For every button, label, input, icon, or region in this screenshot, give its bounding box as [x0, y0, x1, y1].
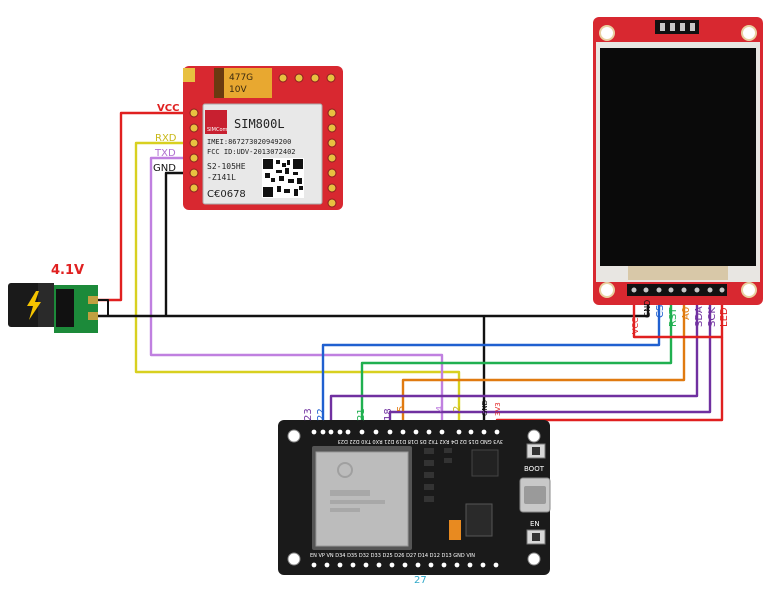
sim800l-module: 477G 10V SIMCom SIM800L IMEI:86727302094… [153, 66, 343, 210]
gpio-5-label: 5 [396, 406, 407, 412]
lightning-icon [27, 291, 41, 320]
tft-pin-vcc: VCC [631, 317, 640, 334]
gpio-4-label: 4 [435, 406, 446, 412]
wire-vcc-sim [98, 111, 201, 302]
wire-3v3 [495, 337, 724, 432]
gpio-2-label: 2 [452, 406, 463, 412]
wire-a0 [401, 290, 686, 432]
voltage-regulator [465, 503, 493, 537]
esp32-bottom-pins [311, 562, 499, 568]
sim-brand: SIMCom [207, 127, 228, 133]
usb-uart-chip [471, 449, 499, 477]
sim-pin-txd-label: TXD [154, 148, 176, 159]
tft-pin-sda: SDA [694, 306, 705, 327]
gpio-23-label: 23 [303, 408, 314, 421]
wifi-logo-icon [337, 462, 353, 478]
tantalum-capacitor [449, 520, 461, 540]
boot-button-label: BOOT [524, 465, 545, 473]
tft-pin-sck: SCK [707, 307, 718, 327]
sim-part-2: -Z141L [207, 173, 236, 182]
tft-pin-rst: RST [668, 307, 679, 327]
gpio-3v3-label: 3V3 [494, 402, 502, 416]
esp32-board: 3V3 GND D15 D2 D4 RX2 TX2 D5 D18 D19 D21… [278, 420, 551, 575]
sim-pin-gnd-label: GND [153, 163, 176, 174]
battery: 4.1V [8, 263, 98, 333]
tft-pin-led: LED [719, 307, 730, 327]
esp32-top-pin-row-label: 3V3 GND D15 D2 D4 RX2 TX2 D5 D18 D19 D21… [338, 438, 503, 444]
wire-battery-link [98, 299, 109, 316]
tft-pin-cs: CS [655, 305, 666, 318]
sim-imei: IMEI:867273020949200 [207, 138, 291, 146]
tft-screen [600, 48, 756, 266]
gpio-18-label: 18 [383, 408, 394, 421]
capacitor-text-1: 477G [229, 73, 253, 83]
sim-part-1: S2-105HE [207, 162, 246, 171]
tft-pin-a0: A0 [681, 307, 692, 320]
gpio-22-label: 22 [316, 408, 327, 421]
esp32-bottom-pin-row-label: EN VP VN D34 D35 D32 D33 D25 D26 D27 D14… [310, 553, 475, 559]
wire-rst [360, 290, 673, 432]
sim-fcc: FCC ID:UDV-2013072402 [207, 148, 296, 156]
esp32-top-pins [311, 429, 500, 435]
gpio-27-label: 27 [414, 575, 427, 586]
sim-ce: C€0678 [207, 189, 246, 200]
wire-cs [321, 290, 661, 432]
tft-pin-gnd: GND [643, 300, 652, 318]
capacitor-text-2: 10V [229, 85, 247, 95]
en-button-label: EN [530, 520, 540, 528]
esp32-gpio-labels: 23 22 21 18 5 4 2 GND 3V3 27 [303, 400, 502, 586]
sim-model: SIM800L [234, 117, 285, 131]
wire-sda [329, 290, 699, 432]
gpio-21-label: 21 [356, 408, 367, 421]
wire-gnd-bus [98, 290, 650, 318]
qr-code-icon [262, 158, 304, 198]
wire-vcc-tft [632, 290, 724, 339]
sim-pin-vcc-label: VCC [157, 103, 179, 114]
tft-display-module: GND VCC CS RST A0 SDA SCK LED [593, 17, 763, 334]
wire-rxd [134, 141, 461, 432]
gpio-gnd-label: GND [481, 400, 489, 416]
battery-voltage-label: 4.1V [51, 263, 84, 278]
sim-pin-rxd-label: RXD [155, 133, 177, 144]
